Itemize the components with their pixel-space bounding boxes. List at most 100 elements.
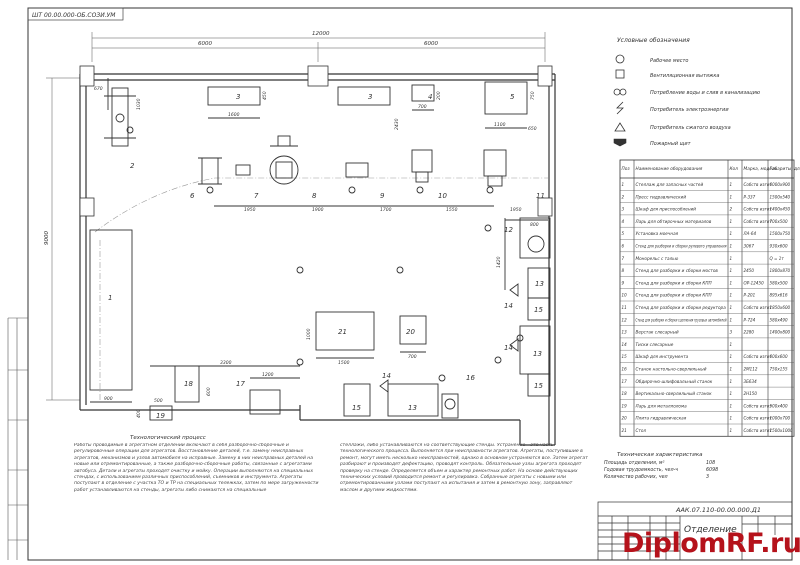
table-cell: 1 (730, 403, 733, 408)
svg-text:9: 9 (380, 192, 385, 200)
dim-2430: 2430 (394, 118, 400, 130)
table-cell: 1850х600 (770, 305, 791, 310)
table-cell: 580х490 (770, 317, 788, 322)
sheet-title: Отделение (684, 525, 737, 535)
table-cell: 15 (622, 354, 628, 359)
dim-1700: 1700 (380, 207, 392, 213)
table-cell: 1 (730, 317, 733, 322)
dim-200: 200 (436, 91, 442, 100)
bolt-icon (616, 101, 624, 115)
svg-text:18: 18 (184, 380, 193, 388)
svg-text:15: 15 (352, 404, 361, 412)
svg-text:17: 17 (236, 380, 245, 388)
table-cell: Стенд для разборки и сборки сцепления гр… (636, 317, 727, 322)
svg-text:6: 6 (190, 192, 195, 200)
dim-total: 12000 (312, 31, 330, 37)
table-cell: 2 (730, 207, 733, 212)
table-cell: 12 (622, 317, 628, 322)
columns (79, 65, 553, 217)
svg-text:20: 20 (406, 328, 415, 336)
dim-1200: 1200 (262, 372, 274, 378)
table-cell: Собств изгот (744, 403, 773, 408)
table-cell: 2М112 (744, 367, 758, 372)
svg-text:8: 8 (312, 192, 317, 200)
table-cell: Станок настольно-сверлильный (636, 367, 707, 372)
table-cell: Монорельс с талью (636, 256, 679, 261)
svg-text:5: 5 (510, 93, 515, 101)
table-cell: 500х400 (770, 403, 788, 408)
dim-1950a: 1950 (244, 207, 256, 213)
svg-text:2: 2 (130, 162, 135, 170)
legend-title: Условные обозначения (617, 37, 690, 44)
svg-text:14: 14 (504, 302, 513, 310)
table-cell: 1 (730, 256, 733, 261)
table-cell: 1500х540 (770, 194, 791, 199)
table-cell: Собств изгот (744, 219, 773, 224)
char-value-1: 6098 (706, 467, 718, 473)
table-cell: 1 (730, 379, 733, 384)
table-cell: 17 (622, 379, 628, 384)
table-cell: Обдирочно-шлифовальный станок (636, 379, 713, 384)
table-cell: 1 (730, 182, 733, 187)
svg-text:12: 12 (504, 226, 513, 234)
table-cell: Стол (636, 428, 647, 433)
table-cell: 3067 (744, 244, 755, 249)
table-cell: 3 (622, 207, 625, 212)
table-cell: Р-201 (744, 293, 756, 298)
table-cell: 1400х800 (770, 330, 791, 335)
svg-text:3: 3 (236, 93, 240, 101)
dim-1000: 1000 (306, 328, 312, 340)
process-title: Технологический процесс (130, 435, 206, 441)
table-cell: 600х600 (770, 354, 788, 359)
top-stamp-box (27, 7, 124, 21)
svg-text:14: 14 (504, 344, 513, 352)
table-cell: Собств изгот (744, 207, 773, 212)
table-cell: 10 (622, 293, 628, 298)
table-header: Габариты, длин мм (770, 166, 800, 172)
dim-1100: 1100 (494, 122, 506, 128)
svg-text:4: 4 (428, 93, 432, 101)
svg-text:19: 19 (156, 412, 165, 420)
table-cell: 6000х900 (770, 182, 791, 187)
table-header: Кол (730, 166, 739, 172)
table-cell: 11 (622, 305, 627, 310)
dim-1900: 1900 (312, 207, 324, 213)
table-header: Поз (622, 166, 631, 172)
circle-icon (615, 54, 625, 64)
binding-strip (7, 317, 28, 560)
table-cell: 5 (622, 231, 625, 236)
table-cell: ЛА-64 (743, 231, 757, 236)
table-cell: 930х600 (770, 244, 788, 249)
dim-600: 600 (206, 387, 212, 396)
dim-half-left: 6000 (198, 41, 212, 47)
legend-label-3: Потребитель электроэнергии (650, 107, 729, 113)
table-cell: 1 (730, 219, 733, 224)
dim-670: 670 (94, 86, 103, 92)
table-cell: 750х155 (770, 367, 788, 372)
table-cell: Шкаф для инструмента (636, 354, 689, 359)
dim-1030: 1030 (136, 98, 142, 110)
table-header: Марка, модель (744, 166, 778, 172)
svg-text:3: 3 (368, 93, 372, 101)
dim-700: 700 (418, 104, 427, 110)
table-cell: 895х616 (770, 293, 788, 298)
table-cell: 1 (730, 280, 733, 285)
table-cell: 1 (730, 293, 733, 298)
table-cell: 1 (730, 416, 733, 421)
table-cell: Шкаф для приспособлений (636, 207, 697, 212)
dim-900: 900 (104, 396, 113, 402)
table-cell: 20 (622, 416, 628, 421)
svg-text:21: 21 (338, 328, 347, 336)
table-cell: 4 (622, 219, 625, 224)
square-icon (615, 69, 625, 79)
characteristics-title: Техническая характеристика (617, 452, 703, 458)
dim-500: 500 (154, 398, 163, 404)
table-cell: 1 (730, 244, 733, 249)
table-cell: 1 (730, 367, 733, 372)
floor-plan: 12000 6000 6000 9000 (44, 31, 556, 446)
table-cell: 16 (622, 367, 628, 372)
dim-half-right: 6000 (424, 41, 438, 47)
char-label-1: Годовая трудоемкость, чел-ч (604, 467, 678, 473)
table-cell: Собств изгот (744, 428, 773, 433)
